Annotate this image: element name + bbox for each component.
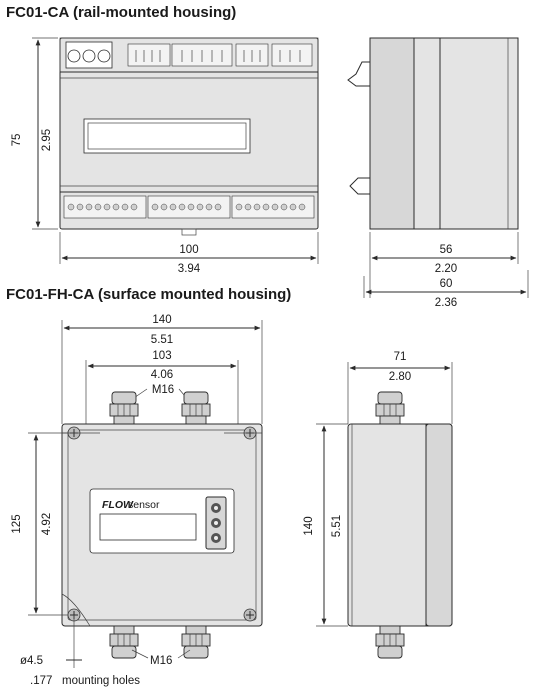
rail-housing-front-view — [59, 37, 319, 236]
side-gland-bottom — [375, 625, 405, 659]
brand-logo: FLOW — [102, 499, 134, 511]
cable-gland-bottom-left — [109, 625, 139, 659]
side-height-in: 5.51 — [331, 515, 343, 537]
rail-height-mm: 75 — [11, 134, 23, 147]
rail-width-dimension: 100 3.94 — [59, 232, 319, 275]
rail-height-dimension: 75 2.95 — [11, 37, 58, 230]
gland-top-label: M16 — [152, 384, 174, 396]
rail-height-in: 2.95 — [41, 129, 53, 151]
surface-height-mm: 125 — [11, 514, 23, 533]
cable-gland-top-right — [181, 391, 211, 425]
surface-section-title: FC01-FH-CA (surface mounted housing) — [6, 286, 291, 303]
surface-side-dimensions: 71 2.80 140 5.51 — [303, 351, 453, 627]
rail-depth-mm: 56 — [440, 244, 453, 256]
side-depth-mm: 71 — [394, 351, 407, 363]
cable-gland-bottom-right — [181, 625, 211, 659]
keypad-buttons — [211, 503, 221, 543]
side-gland-top — [375, 391, 405, 425]
rail-depth-in: 2.20 — [435, 263, 457, 275]
surface-width-in: 5.51 — [151, 334, 173, 346]
rail-width-in: 3.94 — [178, 263, 201, 275]
mounting-holes-label: mounting holes — [62, 675, 140, 687]
surface-height-dimension: 125 4.92 — [11, 432, 68, 616]
hole-spacing-in: 4.06 — [151, 369, 173, 381]
surface-width-mm: 140 — [152, 314, 171, 326]
rail-housing-side-view — [347, 37, 519, 230]
surface-housing-front-view: FLOW sensor — [61, 391, 263, 659]
surface-housing-side-view — [347, 391, 453, 659]
side-height-mm: 140 — [303, 516, 315, 535]
rail-width-mm: 100 — [179, 244, 198, 256]
gland-bottom-label: M16 — [150, 655, 172, 667]
surface-top-dimensions: 140 5.51 103 4.06 M16 — [61, 314, 263, 424]
hole-diameter-in: .177 — [30, 675, 52, 687]
side-depth-in: 2.80 — [389, 371, 411, 383]
rail-depth-dimension: 56 2.20 60 2.36 — [363, 232, 529, 309]
cable-gland-top-left — [109, 391, 139, 425]
rail-depth-total-mm: 60 — [440, 278, 453, 290]
rail-section-title: FC01-CA (rail-mounted housing) — [6, 4, 236, 21]
surface-height-in: 4.92 — [41, 513, 53, 535]
hole-spacing-mm: 103 — [152, 350, 171, 362]
surface-bottom-labels: M16 ø4.5 .177 mounting holes — [20, 593, 191, 687]
rail-depth-total-in: 2.36 — [435, 297, 457, 309]
brand-logo-sub: sensor — [128, 499, 160, 511]
hole-diameter-mm: ø4.5 — [20, 655, 43, 667]
